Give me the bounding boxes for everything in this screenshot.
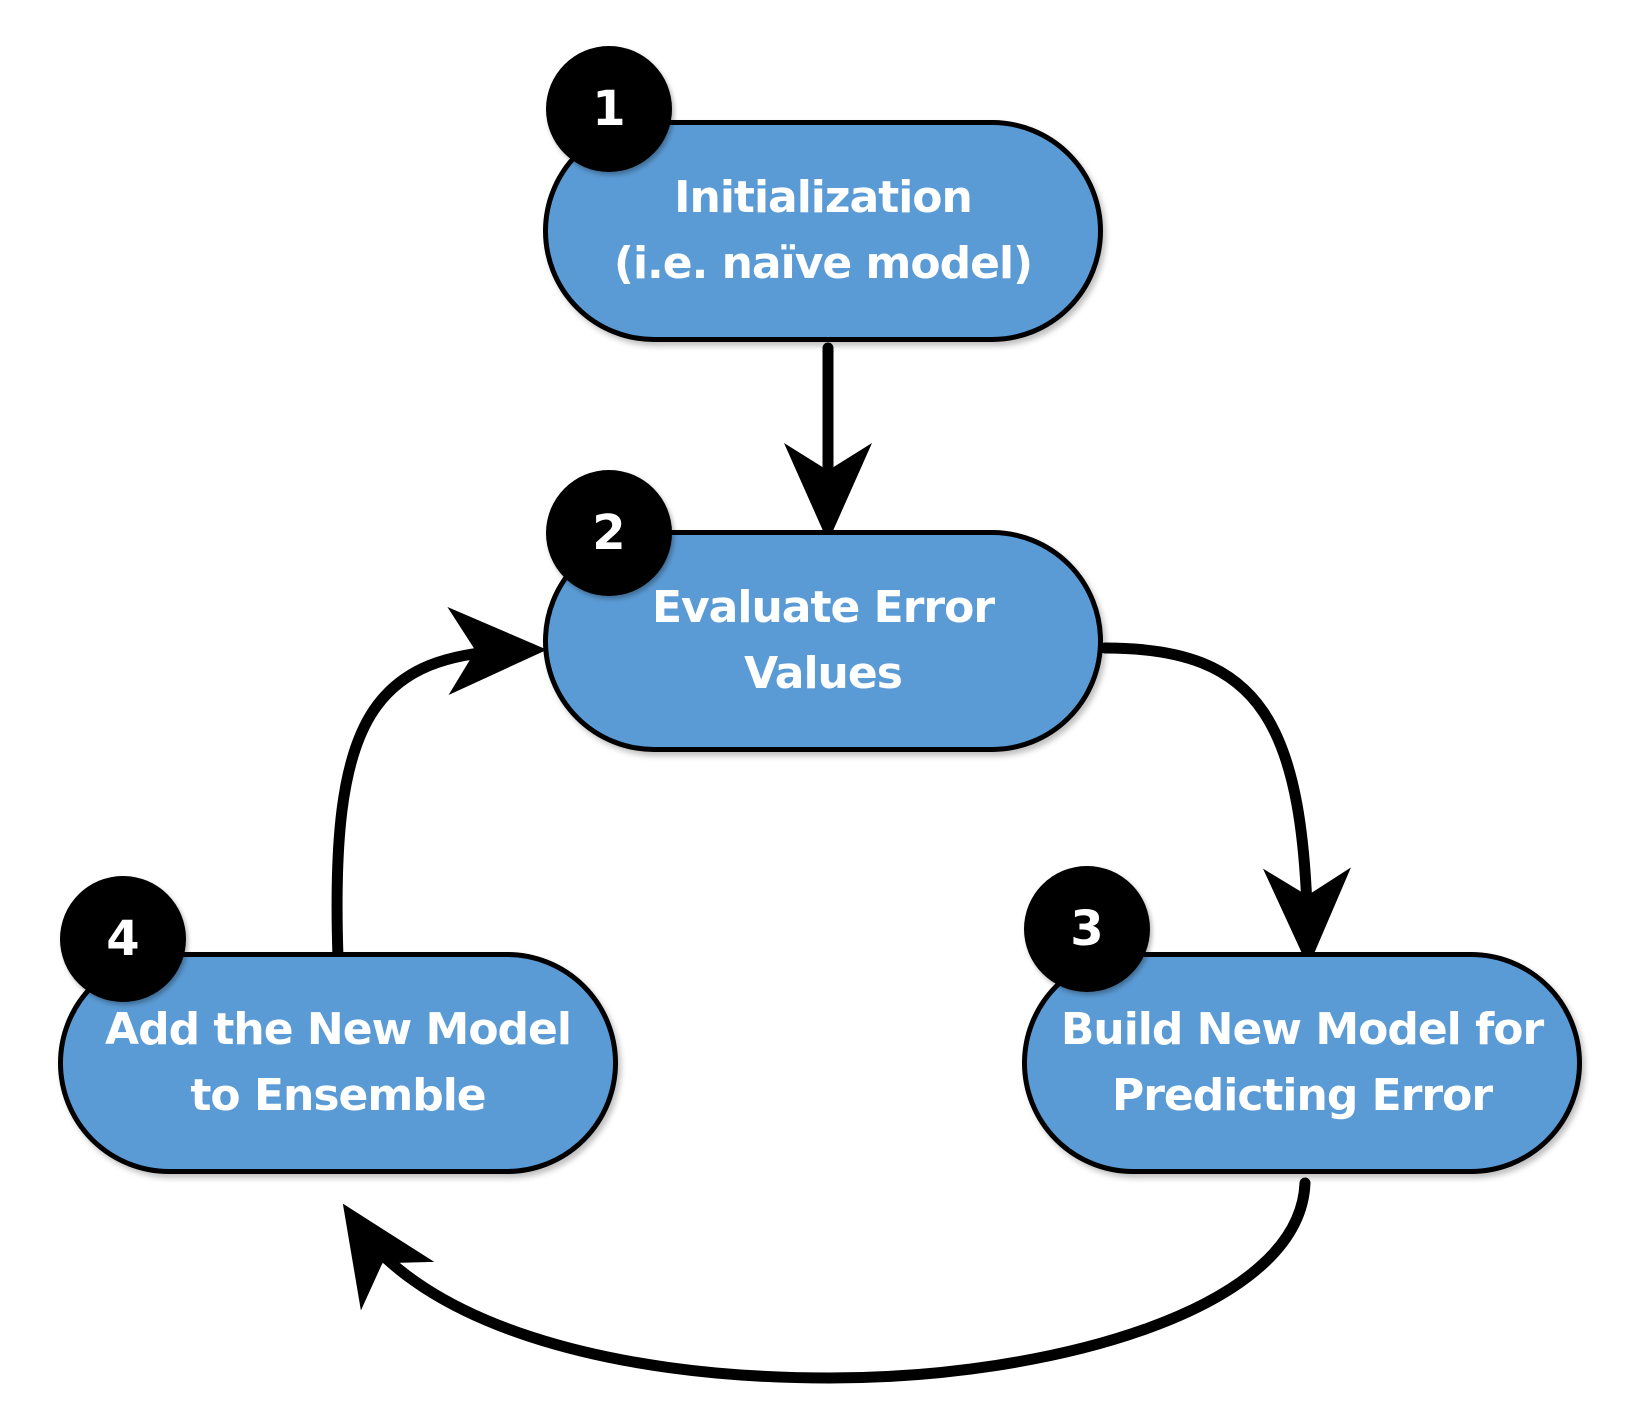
step-badge-2: 2 bbox=[546, 470, 672, 596]
node-label-line: (i.e. naïve model) bbox=[613, 238, 1033, 289]
node-label-line: Predicting Error bbox=[1111, 1070, 1493, 1121]
node-label-line: Build New Model for bbox=[1060, 1004, 1544, 1055]
step-badge-1: 1 bbox=[546, 46, 672, 172]
node-label-line: Add the New Model bbox=[105, 1004, 572, 1055]
edge-3-to-4 bbox=[342, 1177, 1311, 1384]
node-add-to-ensemble: Add the New Model to Ensemble bbox=[58, 952, 618, 1174]
node-label-line: Initialization bbox=[674, 172, 973, 223]
step-badge-4: 4 bbox=[60, 876, 186, 1002]
node-label-line: Values bbox=[744, 648, 903, 699]
node-label-line: Evaluate Error bbox=[651, 582, 995, 633]
edge-4-to-2 bbox=[331, 607, 547, 964]
edge-2-to-3 bbox=[1099, 642, 1351, 967]
step-badge-3: 3 bbox=[1024, 866, 1150, 992]
node-label-line: to Ensemble bbox=[190, 1070, 486, 1121]
node-build-new-model: Build New Model for Predicting Error bbox=[1022, 952, 1582, 1174]
